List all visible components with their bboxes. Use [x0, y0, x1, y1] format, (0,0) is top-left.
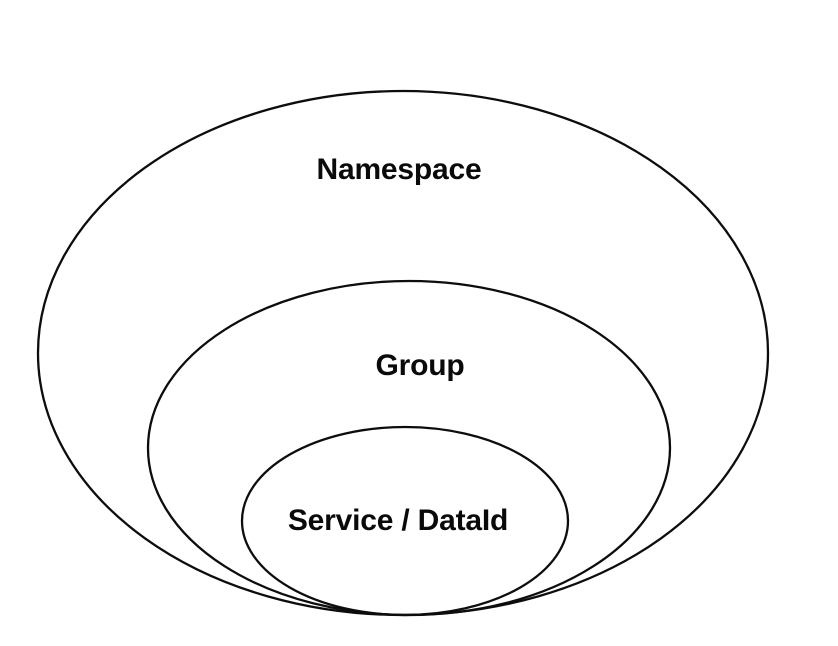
- namespace-label: Namespace: [316, 153, 482, 186]
- group-ellipse: [148, 281, 670, 615]
- group-label: Group: [375, 349, 465, 382]
- service-dataid-label: Service / DataId: [287, 504, 509, 537]
- service-dataid-ellipse: [242, 427, 568, 615]
